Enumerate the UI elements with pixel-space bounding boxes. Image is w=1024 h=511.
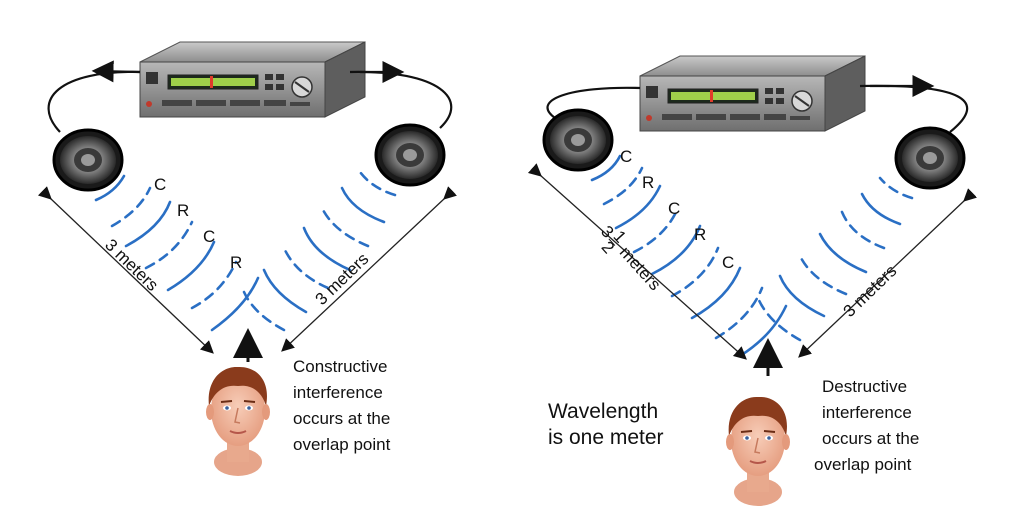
caption-line: interference bbox=[822, 403, 912, 422]
listener-head-right bbox=[725, 395, 791, 507]
caption-line: Destructive bbox=[822, 377, 907, 396]
speaker-left-a bbox=[52, 128, 124, 192]
stereo-receiver-right bbox=[639, 55, 866, 132]
fraction-bar bbox=[608, 238, 616, 246]
caption-line: overlap point bbox=[814, 455, 912, 474]
wavelength-line: Wavelength bbox=[548, 400, 658, 423]
caption-line: Constructive bbox=[293, 357, 387, 376]
caption-line: interference bbox=[293, 383, 383, 402]
wavefronts-left-speaker-b bbox=[242, 170, 397, 332]
dimension-line-right-a bbox=[527, 163, 747, 360]
caption-destructive: Destructive interference occurs at the o… bbox=[814, 377, 919, 474]
cable-right-panel-right bbox=[859, 84, 969, 133]
caption-line: occurs at the bbox=[822, 429, 919, 448]
dimension-line-left-b bbox=[281, 186, 458, 352]
cable-arrow-left-panel-left bbox=[91, 60, 141, 83]
wave-label: C bbox=[722, 253, 734, 272]
cable-right-panel-left bbox=[546, 86, 641, 119]
speaker-right-b bbox=[894, 126, 966, 190]
wave-label: C bbox=[620, 147, 632, 166]
caption-constructive: Constructive interference occurs at the … bbox=[293, 357, 391, 454]
wave-label: C bbox=[154, 175, 166, 194]
wave-labels-left: C R C R bbox=[154, 175, 242, 272]
wavelength-note: Wavelength is one meter bbox=[548, 400, 664, 449]
dimension-line-right-b bbox=[798, 188, 978, 358]
wave-label: R bbox=[230, 253, 242, 272]
caption-line: overlap point bbox=[293, 435, 391, 454]
cable-left-panel-left bbox=[47, 70, 141, 133]
wavelength-line: is one meter bbox=[548, 426, 664, 449]
dimension-line-left-a bbox=[37, 186, 214, 354]
wave-label: C bbox=[668, 199, 680, 218]
distance-label-right-a: 3 1 2 meters bbox=[597, 222, 665, 294]
distance-label-right-b: 3 meters bbox=[840, 261, 901, 321]
distance-denominator: 2 bbox=[598, 238, 618, 258]
wave-label: R bbox=[642, 173, 654, 192]
right-panel: C R C R C 3 1 2 meters 3 meters Waveleng… bbox=[527, 55, 978, 507]
wave-label: R bbox=[694, 225, 706, 244]
left-panel: C R C R 3 meters 3 meters Constructive i… bbox=[37, 41, 458, 477]
distance-label-left-b: 3 meters bbox=[312, 249, 373, 309]
speaker-left-b bbox=[374, 123, 446, 187]
wave-label: C bbox=[203, 227, 215, 246]
listener-head-left bbox=[205, 365, 271, 477]
speaker-right-a bbox=[542, 108, 614, 172]
wave-label: R bbox=[177, 201, 189, 220]
stereo-receiver-left bbox=[139, 41, 366, 118]
caption-line: occurs at the bbox=[293, 409, 390, 428]
distance-unit: meters bbox=[616, 243, 665, 294]
